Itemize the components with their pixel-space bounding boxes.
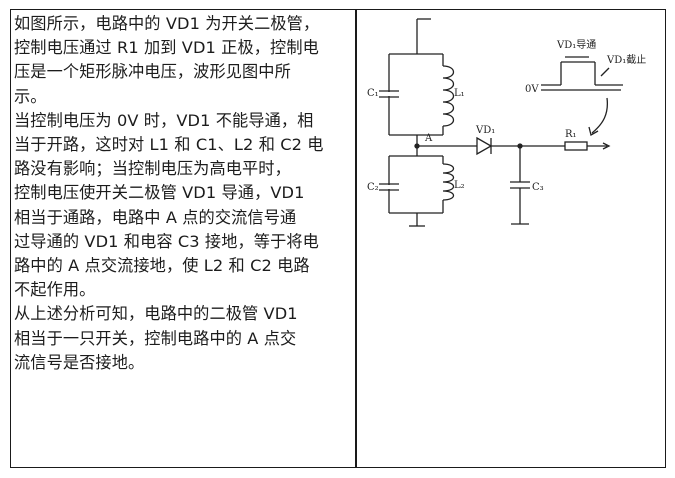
text-line: 相当于一只开关，控制电路中的 A 点交	[14, 328, 297, 348]
text-line: 如图所示，电路中的 VD1 为开关二极管，	[14, 14, 320, 33]
resistor-r1	[564, 141, 588, 151]
explanation-text: 如图所示，电路中的 VD1 为开关二极管， 控制电压通过 R1 加到 VD1 正极…	[14, 12, 355, 375]
diagram-cell: C₁ L₁ C₂ L₂ A VD₁ R₁ C₃ 0V VD₁导通 VD₁截止	[357, 10, 665, 467]
text-line: 相当于通路，电路中 A 点的交流信号通	[14, 207, 297, 227]
circuit-diagram: C₁ L₁ C₂ L₂ A VD₁ R₁ C₃ 0V VD₁导通 VD₁截止	[367, 18, 646, 227]
diode-vd1	[476, 136, 493, 156]
label-l2: L₂	[454, 180, 465, 191]
text-line: 从上述分析可知，电路中的二极管 VD1	[14, 304, 298, 324]
l1-coil	[442, 65, 455, 127]
text-cell: 如图所示，电路中的 VD1 为开关二极管， 控制电压通过 R1 加到 VD1 正极…	[11, 10, 357, 467]
text-line: 不起作用。	[14, 280, 96, 300]
text-line: 流信号是否接地。	[14, 352, 145, 372]
r1-output-arrow	[602, 142, 611, 150]
text-line: 当于开路，这时对 L1 和 C1、L2 和 C2 电	[14, 135, 324, 155]
label-zero-v: 0V	[525, 84, 539, 95]
text-line: 压是一个矩形脉冲电压，波形见图中所	[14, 62, 291, 82]
text-line: 控制电压使开关二极管 VD1 导通，VD1	[14, 183, 305, 203]
text-line: 路没有影响；当控制电压为高电平时，	[14, 159, 291, 179]
label-l1: L₁	[454, 88, 465, 99]
vd1-off-pointer	[600, 67, 610, 77]
l2-coil	[442, 163, 455, 201]
label-vd1-on: VD₁导通	[556, 39, 596, 51]
label-vd1: VD₁	[475, 125, 495, 136]
content-table: 如图所示，电路中的 VD1 为开关二极管， 控制电压通过 R1 加到 VD1 正极…	[10, 9, 666, 468]
control-arrowhead	[588, 126, 599, 136]
text-line: 路中的 A 点交流接地，使 L2 和 C2 电路	[14, 256, 310, 276]
label-c1: C₁	[367, 88, 379, 99]
label-c2: C₂	[367, 182, 379, 193]
label-c3: C₃	[532, 182, 544, 193]
text-line: 当控制电压为 0V 时，VD1 不能导通，相	[14, 110, 314, 130]
label-vd1-off: VD₁截止	[606, 53, 646, 66]
text-line: 控制电压通过 R1 加到 VD1 正极，控制电	[14, 38, 319, 58]
control-arrow	[591, 97, 609, 134]
text-line: 过导通的 VD1 和电容 C3 接地，等于将电	[14, 231, 319, 251]
text-line: 示。	[14, 86, 47, 106]
label-node-a: A	[424, 133, 433, 144]
label-r1: R₁	[565, 129, 577, 140]
